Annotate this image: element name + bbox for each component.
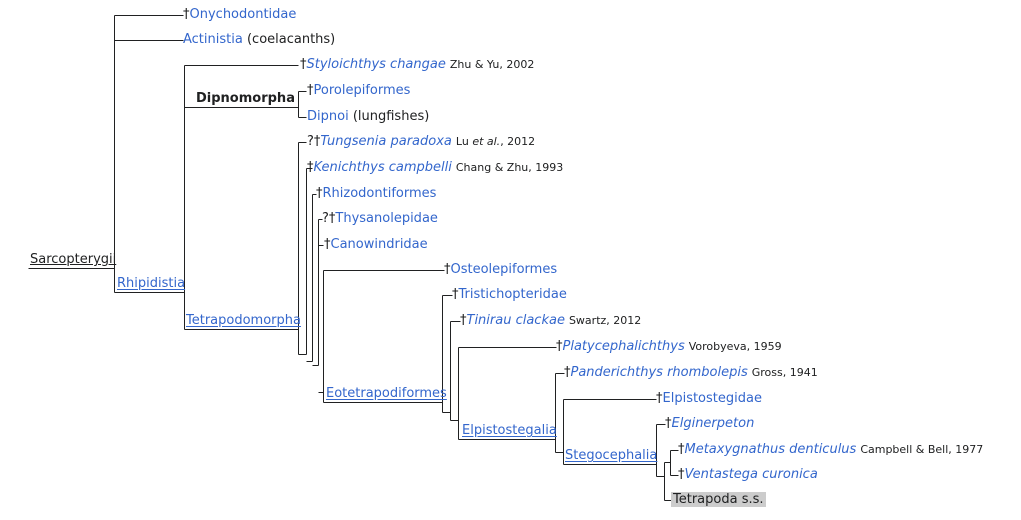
- leaf-osteolepiformes[interactable]: †Osteolepiformes: [444, 262, 558, 277]
- leaf-ventastega[interactable]: †Ventastega curonica: [678, 467, 818, 482]
- leaf-rhizodontiformes[interactable]: †Rhizodontiformes: [316, 186, 437, 201]
- leaf-canowindridae[interactable]: †Canowindridae: [324, 237, 428, 252]
- leaf-dipnoi[interactable]: Dipnoi (lungfishes): [307, 109, 430, 124]
- node-sarcopterygii: Sarcopterygii: [30, 252, 117, 267]
- leaf-elginerpeton[interactable]: †Elginerpeton: [665, 416, 755, 431]
- node-tetrapodomorpha[interactable]: Tetrapodomorpha: [186, 313, 301, 328]
- leaf-tetrapoda-ss: Tetrapoda s.s.: [671, 492, 766, 507]
- node-dipnomorpha: Dipnomorpha: [196, 91, 295, 106]
- leaf-tristichopteridae[interactable]: †Tristichopteridae: [452, 287, 567, 302]
- leaf-porolepiformes[interactable]: †Porolepiformes: [307, 83, 411, 98]
- leaf-onychodontidae[interactable]: †Onychodontidae: [183, 7, 297, 22]
- leaf-thysanolepidae[interactable]: ?†Thysanolepidae: [322, 211, 438, 226]
- node-elpistostegalia[interactable]: Elpistostegalia: [462, 423, 557, 438]
- node-stegocephalia[interactable]: Stegocephalia: [565, 448, 658, 463]
- leaf-actinistia[interactable]: Actinistia (coelacanths): [183, 32, 336, 47]
- leaf-elpistostegidae[interactable]: †Elpistostegidae: [656, 391, 762, 406]
- node-eotetrapodiformes[interactable]: Eotetrapodiformes: [326, 386, 447, 401]
- node-rhipidistia[interactable]: Rhipidistia: [117, 276, 186, 291]
